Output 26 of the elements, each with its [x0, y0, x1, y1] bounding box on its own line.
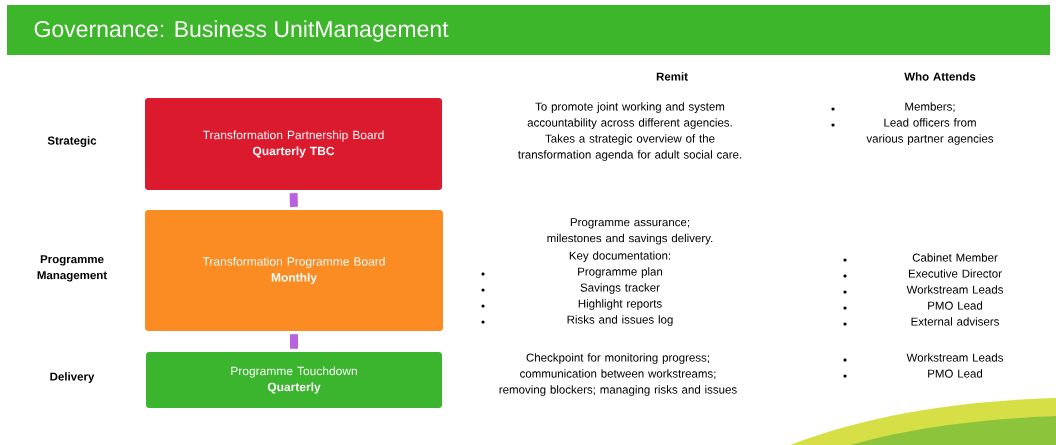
description-text: To promote joint working and system accountability across different agencies. Takes a strategic overview of the transformation agenda for adult social care.	[518, 102, 742, 161]
row-heading: Delivery	[50, 372, 95, 383]
description-text: Key documentation:	[569, 251, 671, 262]
bullet-item: Programme plan	[481, 267, 663, 278]
row-heading: Strategic	[47, 136, 97, 147]
bullet-item: Savings tracker	[481, 283, 660, 294]
row-heading: Programme Management	[37, 255, 107, 282]
bullet-item: Lead officers from various partner agencies	[831, 118, 994, 145]
bullet-item: Cabinet Member	[843, 253, 998, 262]
bullet-item: Highlight reports	[481, 299, 662, 310]
row-heading: Remit	[656, 72, 688, 81]
board-box: Transformation Partnership Board Quarterly TBC	[145, 98, 442, 190]
title-banner: Governance: Business UnitManagement	[7, 5, 1050, 55]
board-box: Programme Touchdown Quarterly	[146, 352, 442, 408]
board-box: Transformation Programme Board Monthly	[145, 210, 443, 331]
bullet-item: Workstream Leads	[843, 285, 1004, 294]
bullet-item: Risks and issues log	[481, 315, 673, 326]
row-heading: Who Attends	[904, 72, 976, 81]
bullet-item: Executive Director	[843, 269, 1002, 278]
bullet-item: PMO Lead	[843, 369, 983, 378]
bullet-item: Members;	[831, 102, 955, 112]
description-text: Checkpoint for monitoring progress; communication between workstreams; removing blockers; managing risks and issues	[499, 353, 737, 396]
description-text: Programme assurance; milestones and savings delivery.	[547, 218, 713, 245]
bullet-item: PMO Lead	[843, 301, 983, 310]
bullet-item: Workstream Leads	[843, 353, 1004, 362]
bullet-item: External advisers	[843, 317, 999, 326]
